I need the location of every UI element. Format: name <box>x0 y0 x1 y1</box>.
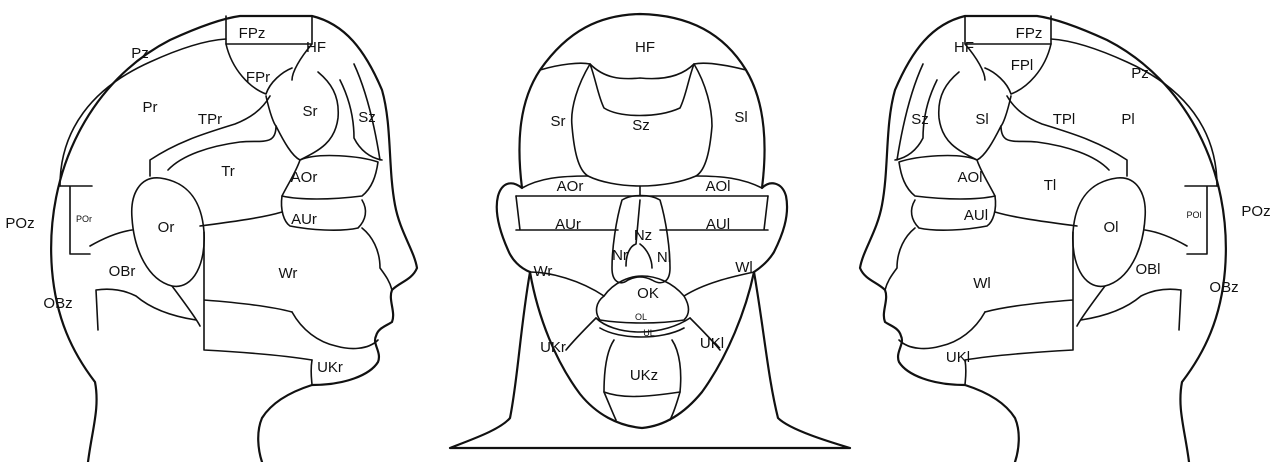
right-profile-zone-label: Sl <box>975 111 988 128</box>
front-face-zone-label: AOr <box>557 178 584 195</box>
left-profile-zone-label: Pz <box>131 45 149 62</box>
front-face-zone-label: UKz <box>630 367 658 384</box>
left-profile-zone-label: HF <box>306 39 326 56</box>
front-face-zone-label: Wr <box>534 263 553 280</box>
right-profile-zone-label: POz <box>1241 203 1270 220</box>
left-profile-labels: FPzFPr HF PzPrTPr Sr SzTr AOrAUr POz POrOrOBr Wr… <box>5 25 375 376</box>
right-profile-head <box>860 16 1226 462</box>
front-face-zone-label: Sz <box>632 117 650 134</box>
front-face-zone-label: OK <box>637 285 659 302</box>
right-profile-zone-label: Ol <box>1104 219 1119 236</box>
front-face-zone-label: UKl <box>700 335 724 352</box>
front-face-zone-label: AUr <box>555 216 581 233</box>
left-profile-zone-label: POz <box>5 215 34 232</box>
right-profile-zone-label: AOl <box>957 169 982 186</box>
left-profile-head: FPzFPr HF PzPrTPr Sr SzTr AOrAUr POz POrOrOBr Wr… <box>5 16 417 462</box>
front-face-labels: HFSrSzSlAOrAOlAUrAUlNzNrNlWrWlOKOLULUKrU… <box>534 39 753 384</box>
left-profile-zone-label: Or <box>158 219 175 236</box>
left-profile-zone-label: TPr <box>198 111 222 128</box>
right-profile-zone-label: Tl <box>1044 177 1057 194</box>
front-face-zone-label: Sr <box>551 113 566 130</box>
left-profile-zone-label: AUr <box>291 211 317 228</box>
front-face-zone-label: AUl <box>706 216 730 233</box>
right-profile-zone-label: AUl <box>964 207 988 224</box>
right-profile-zone-label: POl <box>1186 210 1201 220</box>
left-profile-zone-label: Pr <box>143 99 158 116</box>
left-profile-zone-label: OBr <box>109 263 136 280</box>
right-profile-zone-label: OBz <box>1209 279 1238 296</box>
left-profile-zone-label: Sz <box>358 109 376 126</box>
right-profile-zone-label: TPl <box>1053 111 1076 128</box>
right-profile-zone-label: OBl <box>1135 261 1160 278</box>
left-profile-zone-label: UKr <box>317 359 343 376</box>
front-face-zone-label: AOl <box>705 178 730 195</box>
front-face-zone-label: Nz <box>634 227 652 244</box>
left-profile-zone-label: AOr <box>291 169 318 186</box>
right-profile-zone-label: Pl <box>1121 111 1134 128</box>
left-profile-zone-label: OBz <box>43 295 72 312</box>
front-face-zone-label: Nl <box>657 249 671 266</box>
right-profile-zone-label: FPl <box>1011 57 1034 74</box>
right-profile-zone-label: Pz <box>1131 65 1149 82</box>
front-face-zone-label: Wl <box>735 259 753 276</box>
left-profile-zone-label: Wr <box>279 265 298 282</box>
front-face-zone-label: HF <box>635 39 655 56</box>
right-profile-zone-label: UKl <box>946 349 970 366</box>
right-profile-zone-label: FPz <box>1016 25 1043 42</box>
left-profile-zone-label: POr <box>76 214 92 224</box>
front-face-zone-label: Nr <box>612 247 628 264</box>
front-face-zone-label: Sl <box>734 109 747 126</box>
left-profile-zone-label: Tr <box>221 163 235 180</box>
right-profile-zone-label: Wl <box>973 275 991 292</box>
right-profile-zone-label: Sz <box>911 111 929 128</box>
left-profile-zone-label: Sr <box>303 103 318 120</box>
right-profile-zone-label: HF <box>954 39 974 56</box>
front-face-head: HFSrSzSlAOrAOlAUrAUlNzNrNlWrWlOKOLULUKrU… <box>450 14 850 448</box>
front-face-zone-label: OL <box>635 312 647 322</box>
front-face-zone-label: UKr <box>540 339 566 356</box>
front-face-zone-label: UL <box>643 328 655 338</box>
left-profile-zone-label: FPz <box>239 25 266 42</box>
left-profile-zone-label: FPr <box>246 69 270 86</box>
